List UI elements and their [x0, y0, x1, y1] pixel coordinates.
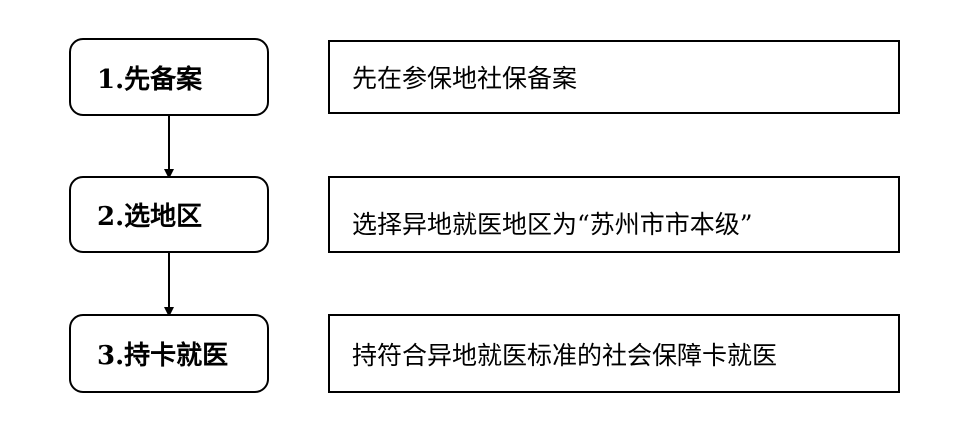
step-2-box: 2.选地区	[69, 176, 269, 253]
step-3-label: 3.持卡就医	[97, 341, 229, 371]
step-2-description-box: 选择异地就医地区为“苏州市市本级”	[328, 176, 900, 253]
step-3-description-box: 持符合异地就医标准的社会保障卡就医	[328, 314, 900, 393]
step-1-label: 1.先备案	[97, 64, 203, 95]
step-1-description-box: 先在参保地社保备案	[328, 40, 900, 114]
step-2-label: 2.选地区	[97, 202, 203, 232]
step-2-description: 选择异地就医地区为“苏州市市本级”	[352, 210, 753, 239]
step-1-description: 先在参保地社保备案	[352, 64, 578, 93]
step-1-box: 1.先备案	[69, 38, 269, 116]
step-3-box: 3.持卡就医	[69, 314, 269, 393]
step-3-description: 持符合异地就医标准的社会保障卡就医	[352, 340, 778, 370]
